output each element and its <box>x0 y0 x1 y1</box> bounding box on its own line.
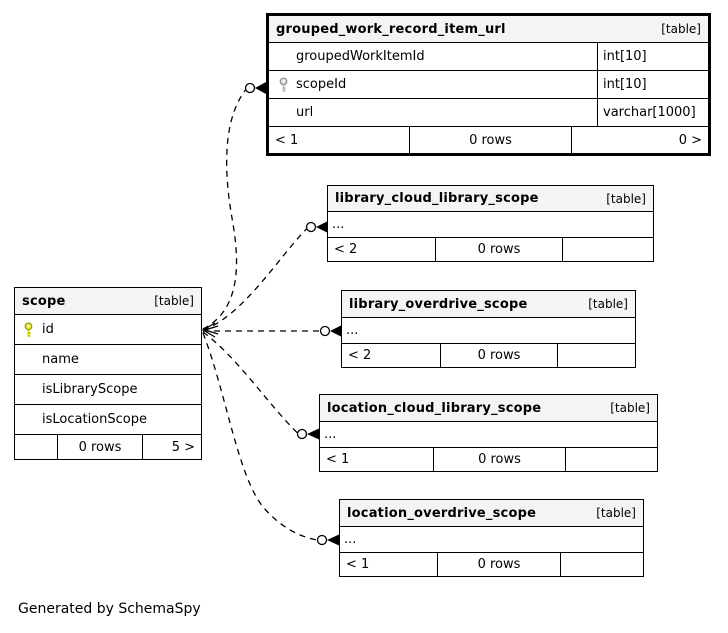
column-type: int[10] <box>597 71 708 98</box>
column-name: name <box>42 352 79 367</box>
column-name: groupedWorkItemId <box>296 49 425 64</box>
pager-rowcount: 0 rows <box>57 435 142 459</box>
column-name: isLibraryScope <box>42 382 138 397</box>
column-row-ellipsis: ... <box>328 212 653 238</box>
column-name: id <box>42 322 54 337</box>
table-name[interactable]: library_overdrive_scope <box>349 296 528 312</box>
column-row: groupedWorkItemId int[10] <box>269 43 708 71</box>
table-header: library_cloud_library_scope [table] <box>328 186 653 212</box>
pager-rowcount: 0 rows <box>440 344 557 367</box>
pager-next <box>562 238 653 261</box>
table-name[interactable]: location_overdrive_scope <box>347 505 537 521</box>
edge-scope-to-grouped-work-record-item-url <box>202 89 247 330</box>
column-name: scopeId <box>296 77 347 92</box>
table-tag: [table] <box>610 401 650 415</box>
table-library-overdrive-scope[interactable]: library_overdrive_scope [table] ... < 2 … <box>341 290 636 368</box>
table-location-cloud-library-scope[interactable]: location_cloud_library_scope [table] ...… <box>319 394 658 472</box>
edge-scope-to-library-cloud-library-scope <box>202 228 307 331</box>
column-name: ... <box>346 323 359 338</box>
table-name[interactable]: library_cloud_library_scope <box>335 191 539 206</box>
column-row: url varchar[1000] <box>269 99 708 127</box>
table-location-overdrive-scope[interactable]: location_overdrive_scope [table] ... < 1… <box>339 499 644 577</box>
pager-rowcount: 0 rows <box>437 553 560 576</box>
pager-rowcount: 0 rows <box>435 238 562 261</box>
edge-scope-to-location-cloud-library-scope <box>202 331 298 434</box>
pager-prev[interactable]: < 1 <box>326 452 350 467</box>
edge-scope-to-location-overdrive-scope <box>202 332 318 541</box>
parent-arrowheads <box>201 322 219 338</box>
pager: 0 rows 5 > <box>15 435 201 459</box>
column-type: varchar[1000] <box>597 99 708 126</box>
column-name: ... <box>344 532 357 547</box>
column-row: id <box>15 315 201 345</box>
pager: < 1 0 rows <box>320 448 657 471</box>
table-tag: [table] <box>661 22 701 36</box>
column-type: int[10] <box>597 43 708 70</box>
pager-rowcount: 0 rows <box>409 127 571 153</box>
column-name: ... <box>332 217 345 232</box>
pager: < 1 0 rows <box>340 553 643 576</box>
table-header: location_overdrive_scope [table] <box>340 500 643 527</box>
table-header: library_overdrive_scope [table] <box>342 291 635 318</box>
column-row: isLibraryScope <box>15 375 201 405</box>
pager-prev[interactable]: < 2 <box>334 242 358 257</box>
generator-credit: Generated by SchemaSpy <box>18 601 201 617</box>
pager: < 2 0 rows <box>328 238 653 261</box>
table-tag: [table] <box>588 297 628 311</box>
pager-rowcount: 0 rows <box>433 448 565 471</box>
pager-next <box>560 553 643 576</box>
pager-next[interactable]: 5 > <box>142 435 201 459</box>
pager-next <box>557 344 635 367</box>
column-row-ellipsis: ... <box>340 527 643 553</box>
pager-prev <box>15 435 57 459</box>
table-tag: [table] <box>606 191 646 206</box>
table-name[interactable]: location_cloud_library_scope <box>327 400 542 416</box>
table-name[interactable]: scope <box>22 293 66 309</box>
pager: < 1 0 rows 0 > <box>269 127 708 153</box>
column-row: isLocationScope <box>15 405 201 435</box>
column-row-ellipsis: ... <box>320 422 657 448</box>
column-name: ... <box>324 427 337 442</box>
primary-key-icon <box>24 321 33 337</box>
pager-prev[interactable]: < 2 <box>348 348 372 363</box>
table-library-cloud-library-scope[interactable]: library_cloud_library_scope [table] ... … <box>327 185 654 262</box>
table-name[interactable]: grouped_work_record_item_url <box>276 21 506 37</box>
table-header: location_cloud_library_scope [table] <box>320 395 657 422</box>
table-header: scope [table] <box>15 288 201 315</box>
column-name: url <box>296 105 314 120</box>
pager-next <box>565 448 657 471</box>
table-tag: [table] <box>154 294 194 308</box>
table-scope[interactable]: scope [table] id name isLibraryScope isL… <box>14 287 202 460</box>
column-row: name <box>15 345 201 375</box>
foreign-key-icon <box>279 76 288 92</box>
pager-prev[interactable]: < 1 <box>346 557 370 572</box>
column-name: isLocationScope <box>42 412 147 427</box>
table-header: grouped_work_record_item_url [table] <box>269 16 708 43</box>
pager: < 2 0 rows <box>342 344 635 367</box>
table-grouped-work-record-item-url[interactable]: grouped_work_record_item_url [table] gro… <box>266 13 711 156</box>
column-row-ellipsis: ... <box>342 318 635 344</box>
table-tag: [table] <box>596 506 636 520</box>
column-row: scopeId int[10] <box>269 71 708 99</box>
pager-next[interactable]: 0 > <box>571 127 708 153</box>
pager-prev[interactable]: < 1 <box>275 132 299 148</box>
